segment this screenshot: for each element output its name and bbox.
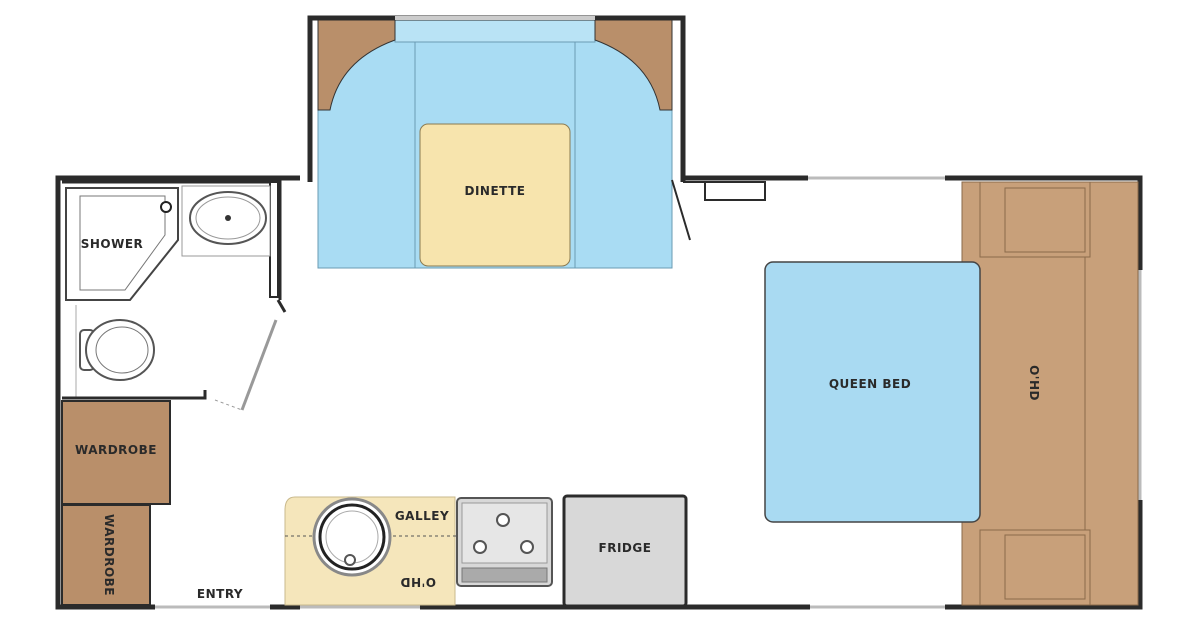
- shower-label: SHOWER: [81, 237, 144, 251]
- wardrobe-2-label: WARDROBE: [102, 514, 116, 596]
- entry-label: ENTRY: [197, 587, 243, 601]
- galley-ohd-label: O'HD: [400, 575, 436, 589]
- dinette-cabinet-left: [317, 19, 396, 111]
- wardrobe-2[interactable]: WARDROBE: [61, 504, 151, 606]
- bed-ohd-label: O'HD: [1027, 365, 1041, 401]
- bathroom-door[interactable]: [240, 319, 278, 411]
- bathroom: SHOWER: [62, 180, 287, 411]
- fridge[interactable]: FRIDGE: [562, 494, 688, 608]
- nightstand-bottom: [979, 529, 1091, 606]
- wardrobe-1-label: WARDROBE: [75, 443, 157, 457]
- dinette-label: DINETTE: [464, 184, 525, 198]
- queen-bed-label: QUEEN BED: [829, 377, 911, 391]
- bed-ohd: O'HD: [961, 181, 1139, 606]
- galley: GALLEY O'HD: [284, 496, 555, 606]
- toilet: [79, 319, 155, 381]
- dinette-slideout: DINETTE: [307, 15, 686, 269]
- stove[interactable]: [456, 497, 553, 587]
- burner-icon: [473, 540, 487, 554]
- galley-label: GALLEY: [395, 509, 449, 523]
- shower: [65, 187, 179, 301]
- fridge-label: FRIDGE: [599, 541, 652, 555]
- burner-icon: [496, 513, 510, 527]
- queen-bed[interactable]: QUEEN BED: [764, 261, 981, 523]
- burner-icon: [520, 540, 534, 554]
- wardrobe-1[interactable]: WARDROBE: [61, 400, 171, 505]
- shower-drain-icon: [160, 201, 172, 213]
- dinette-cabinet-right: [594, 19, 673, 111]
- dinette-table: [419, 123, 571, 267]
- nightstand-top: [979, 181, 1091, 258]
